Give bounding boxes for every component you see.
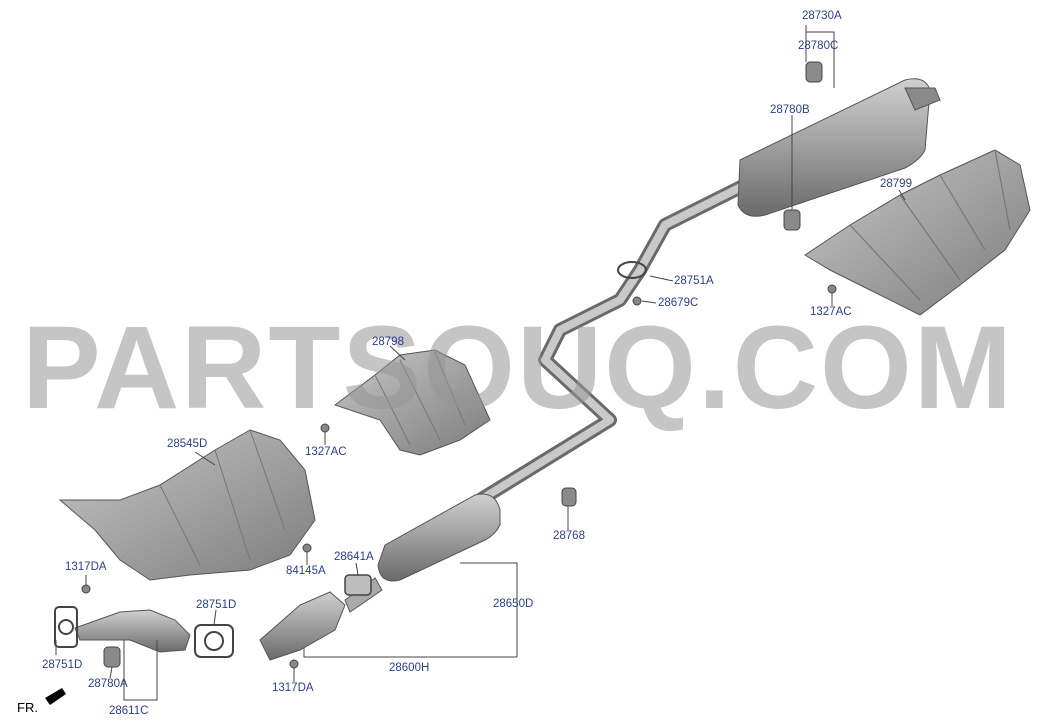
leader-lines <box>55 25 906 701</box>
callout-28611C[interactable]: 28611C <box>109 705 149 717</box>
mid-gasket <box>617 261 647 279</box>
callout-28780C[interactable]: 28780C <box>798 40 839 52</box>
callout-1317DA-top[interactable]: 1317DA <box>65 561 107 573</box>
nut-1317DA-top <box>81 584 91 594</box>
nut-1317DA-bottom <box>289 659 299 669</box>
callout-84145A[interactable]: 84145A <box>286 565 326 577</box>
callout-28641A[interactable]: 28641A <box>334 551 374 563</box>
callout-28545D[interactable]: 28545D <box>167 438 208 450</box>
exhaust-pipe <box>476 178 749 506</box>
front-pipe <box>74 609 191 653</box>
nut-84145A <box>302 543 312 553</box>
watermark: PARTSOUQ.COM <box>22 302 1015 434</box>
nut-1327AC-top <box>827 284 837 294</box>
callout-28780A[interactable]: 28780A <box>88 678 128 690</box>
nut-28679C <box>632 296 642 306</box>
callout-28798[interactable]: 28798 <box>372 336 404 348</box>
callout-28751A[interactable]: 28751A <box>674 275 714 287</box>
hanger-28780B <box>783 209 801 231</box>
catalyst-gasket <box>194 624 234 658</box>
center-muffler <box>377 493 501 582</box>
center-heat-shield <box>333 349 491 456</box>
callout-1327AC-mid[interactable]: 1327AC <box>305 446 347 458</box>
hanger-28780C <box>805 61 823 83</box>
callout-28600H[interactable]: 28600H <box>389 662 430 674</box>
callout-28679C[interactable]: 28679C <box>658 297 699 309</box>
callout-28768[interactable]: 28768 <box>553 530 585 542</box>
callout-28799[interactable]: 28799 <box>880 178 912 190</box>
callout-28751D-right[interactable]: 28751D <box>196 599 237 611</box>
callout-28780B[interactable]: 28780B <box>770 104 810 116</box>
front-direction-label: FR. <box>17 700 38 715</box>
rear-muffler <box>737 78 941 217</box>
front-direction-arrow <box>45 688 66 705</box>
hanger-28780A <box>103 646 121 668</box>
callout-1327AC-top[interactable]: 1327AC <box>810 306 852 318</box>
pipe-clamp <box>344 574 372 596</box>
callout-1317DA-bottom[interactable]: 1317DA <box>272 682 314 694</box>
rear-heat-shield <box>804 149 1031 316</box>
front-gasket <box>54 606 78 648</box>
callout-28730A[interactable]: 28730A <box>802 10 842 22</box>
front-heat-shield <box>58 429 316 581</box>
hanger-28768 <box>561 487 577 507</box>
callout-28650D[interactable]: 28650D <box>493 598 534 610</box>
callout-28751D-left[interactable]: 28751D <box>42 659 83 671</box>
